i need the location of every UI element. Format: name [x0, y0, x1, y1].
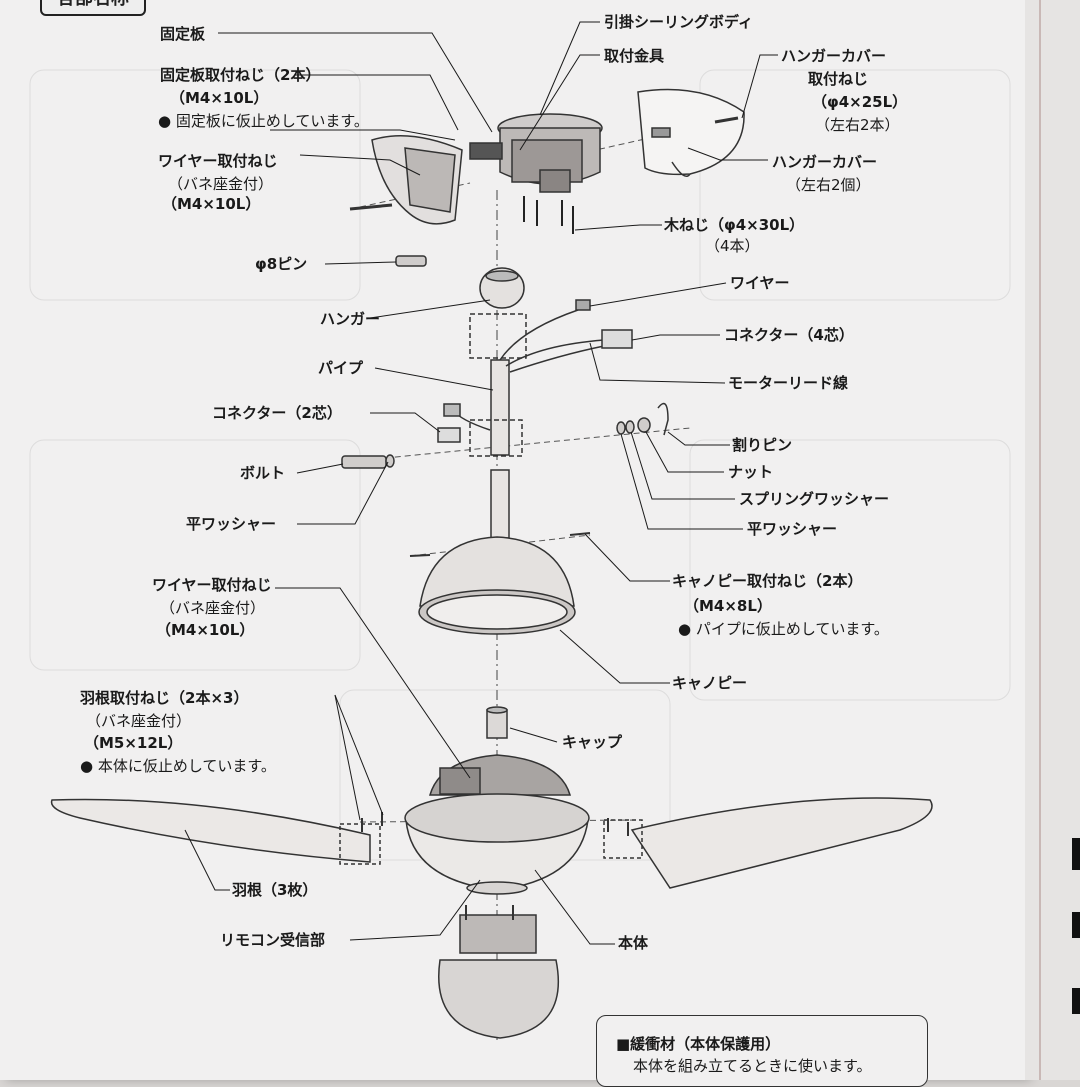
hanger-ball [479, 267, 525, 309]
label-wire-neji-mid: ワイヤー取付ねじ [152, 576, 272, 594]
fan-blades [50, 797, 933, 889]
label-wire-neji-top-washer: （バネ座金付） [168, 175, 274, 193]
next-page-edge [1025, 0, 1080, 1080]
label-spring-washer: スプリングワッシャー [739, 490, 890, 508]
remote-receiver [438, 905, 560, 1039]
label-cap: キャップ [562, 733, 623, 751]
page-tab-mark [1072, 912, 1080, 938]
label-canopy: キャノピー [672, 674, 748, 692]
label-mokuneji: 木ねじ（φ4×30L） [664, 216, 805, 234]
bolt-set [341, 402, 669, 469]
canopy-shell [409, 532, 591, 635]
label-hanger-cover-neji: ハンガーカバー [781, 47, 887, 65]
label-hane-neji: 羽根取付ねじ（2本×3） [80, 689, 249, 707]
label-wire: ワイヤー [730, 274, 790, 292]
page-tab-mark [1072, 988, 1080, 1014]
pin [395, 255, 427, 267]
label-wire-neji-top: ワイヤー取付ねじ [158, 152, 278, 170]
label-hontai: 本体 [618, 934, 649, 952]
label-wire-neji-mid-washer: （バネ座金付） [160, 599, 266, 617]
leader-lines [184, 21, 778, 945]
label-hikkake-body: 引掛シーリングボディ [604, 13, 753, 31]
label-hanger: ハンガー [320, 310, 381, 328]
hanger-cover-left [349, 135, 463, 225]
label-motor-lead: モーターリード線 [728, 374, 849, 392]
label-canopy-neji-size: （M4×8L） [684, 597, 772, 615]
label-nut: ナット [728, 463, 774, 481]
note-body: 本体を組み立てるときに使います。 [633, 1057, 872, 1075]
label-hanger-cover-neji-size: （φ4×25L） [812, 93, 908, 111]
label-connector-4: コネクター（4芯） [724, 326, 854, 344]
label-hane-neji-washer: （バネ座金付） [86, 712, 192, 730]
label-hanger-cover-neji-2: 取付ねじ [808, 70, 869, 88]
page-tab-mark [1072, 838, 1080, 870]
label-kotei-neji: 固定板取付ねじ（2本） [160, 66, 321, 84]
label-mokuneji-qty: （4本） [705, 237, 760, 255]
label-pipe: パイプ [318, 359, 364, 377]
connector-2-core [437, 403, 491, 443]
label-hanger-cover: ハンガーカバー [772, 153, 878, 171]
label-waripin: 割りピン [732, 436, 793, 454]
label-hanger-cover-qty: （左右2個） [786, 176, 871, 194]
label-wire-neji-top-size: （M4×10L） [162, 195, 261, 213]
label-hane-neji-size: （M5×12L） [84, 734, 183, 752]
wood-screws [523, 196, 574, 234]
label-kotei-neji-note: ● 固定板に仮止めしています。 [158, 112, 369, 130]
label-remocon: リモコン受信部 [220, 931, 326, 949]
label-connector-2: コネクター（2芯） [212, 404, 342, 422]
label-phi8-pin: φ8ピン [255, 255, 308, 273]
label-kotei-ita: 固定板 [160, 25, 206, 43]
label-toritsuke-kanagu: 取付金具 [604, 47, 665, 65]
label-hanger-cover-neji-qty: （左右2本） [815, 116, 900, 134]
label-wire-neji-mid-size: （M4×10L） [156, 621, 255, 639]
motor-body [404, 754, 590, 895]
label-hane-neji-note: ● 本体に仮止めしています。 [80, 757, 276, 775]
note-title: ■緩衝材（本体保護用） [616, 1035, 781, 1053]
section-title: 各部名称 [40, 0, 146, 16]
label-canopy-neji: キャノピー取付ねじ（2本） [672, 572, 863, 590]
label-bolt: ボルト [240, 464, 286, 482]
wire-bundle [499, 299, 633, 373]
label-hira-washer-left: 平ワッシャー [186, 515, 277, 533]
show-through-text-ghost [29, 69, 1011, 861]
note-box [596, 1015, 928, 1087]
label-hane: 羽根（3枚） [232, 881, 318, 899]
pipe [469, 313, 527, 539]
label-canopy-neji-note: ● パイプに仮止めしています。 [678, 620, 889, 638]
ceiling-body [469, 113, 603, 193]
cap-part [486, 706, 508, 739]
label-hira-washer-right: 平ワッシャー [747, 520, 838, 538]
label-kotei-neji-size: （M4×10L） [170, 89, 269, 107]
hanger-cover-right [637, 88, 745, 177]
